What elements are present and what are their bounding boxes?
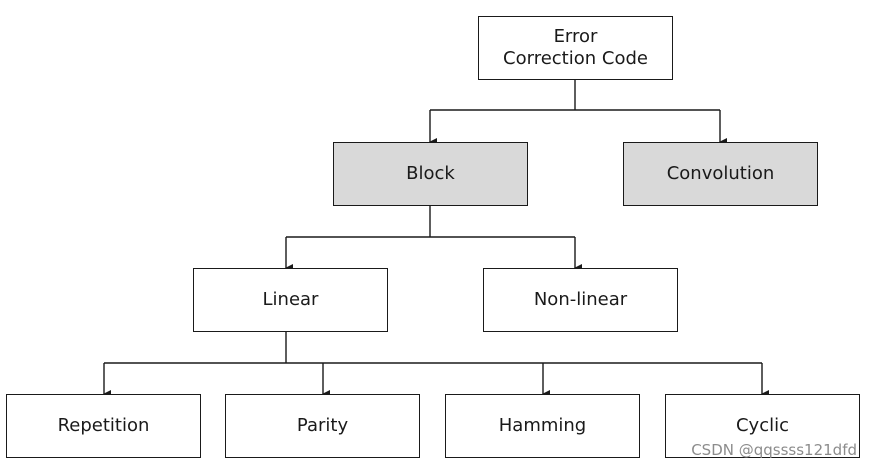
node-parity: Parity [225,394,420,458]
node-hamming-label: Hamming [498,415,587,436]
node-nonlinear-label: Non-linear [533,289,628,310]
node-parity-label: Parity [296,415,349,436]
watermark-text: CSDN @qqssss121dfd [691,441,857,459]
node-linear-label: Linear [262,289,319,310]
node-root-line2: Correction Code [503,48,648,69]
node-repetition-label: Repetition [57,415,150,436]
node-linear: Linear [193,268,388,332]
node-block-label: Block [406,163,455,184]
node-error-correction-code: Error Correction Code [478,16,673,80]
node-cyclic: Cyclic [665,394,860,458]
node-block: Block [333,142,528,206]
node-hamming: Hamming [445,394,640,458]
node-convolution-label: Convolution [666,163,775,184]
node-repetition: Repetition [6,394,201,458]
node-cyclic-label: Cyclic [735,415,789,436]
node-non-linear: Non-linear [483,268,678,332]
node-convolution: Convolution [623,142,818,206]
node-root-line1: Error [553,26,598,47]
